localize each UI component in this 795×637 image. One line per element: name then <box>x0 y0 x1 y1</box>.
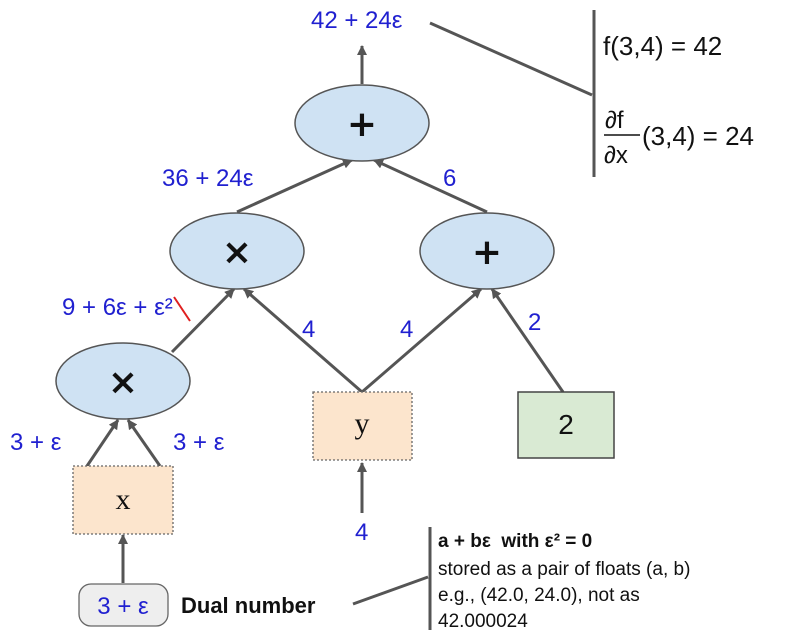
note-line-3: 42.000024 <box>438 611 528 632</box>
edge-plus-right-to-top <box>373 158 488 214</box>
node-plus-right: + <box>419 212 555 290</box>
edge-value-y-to-mul: 4 <box>302 316 315 343</box>
node-mul-left: × <box>169 212 305 290</box>
edge-value-x-right: 3 + ε <box>173 429 225 456</box>
node-const-two: 2 <box>517 391 615 459</box>
result-callout-line <box>429 21 593 97</box>
edge-two-to-plus-right <box>490 288 565 393</box>
partial-denominator: ∂x <box>604 142 628 169</box>
partial-numerator: ∂f <box>605 107 624 134</box>
node-mul-bottom: × <box>55 342 191 420</box>
edge-value-y-to-plus: 4 <box>400 316 413 343</box>
edge-value-output: 42 + 24ε <box>311 7 403 34</box>
edge-value-left-into-top: 36 + 24ε <box>162 165 254 192</box>
node-mul-left-symbol: × <box>222 232 252 273</box>
note-callout-line <box>352 575 429 606</box>
edge-value-two-to-plus: 2 <box>528 309 541 336</box>
node-y-label: y <box>355 407 370 440</box>
edge-value-bottom-mul-out: 9 + 6ε + ε² <box>62 294 173 321</box>
edge-mul-bottom-to-mul-left <box>170 287 236 354</box>
edge-value-right-into-top: 6 <box>443 165 456 192</box>
node-mul-bottom-symbol: × <box>108 362 138 403</box>
edge-value-x-left: 3 + ε <box>10 429 62 456</box>
edge-value-bottom-mul-main: 9 + 6ε + <box>62 294 154 321</box>
strike-through-mark <box>173 296 191 322</box>
node-x-label: x <box>116 483 131 516</box>
function-value: f(3,4) = 42 <box>603 31 722 61</box>
edge-value-y-input: 4 <box>355 519 368 546</box>
dual-number-label: Dual number <box>181 593 316 618</box>
node-dual-input-label: 3 + ε <box>97 593 149 620</box>
note-line-1: stored as a pair of floats (a, b) <box>438 559 690 580</box>
edge-x-right-to-mul-bottom <box>126 419 162 467</box>
node-x: x <box>72 465 174 535</box>
edge-y-to-plus-right <box>361 287 482 394</box>
edge-y-to-mul-left <box>243 287 363 394</box>
edge-value-bottom-mul-struck: ε² <box>154 294 173 321</box>
edge-x-left-to-mul-bottom <box>85 419 120 467</box>
node-plus-right-symbol: + <box>472 232 502 273</box>
node-dual-input: 3 + ε <box>78 583 169 627</box>
node-top-plus-symbol: + <box>347 104 377 145</box>
edge-mul-left-to-top <box>236 158 353 214</box>
note-line-2: e.g., (42.0, 24.0), not as <box>438 585 640 606</box>
note-heading: a + bε with ε² = 0 <box>438 531 592 552</box>
node-y: y <box>312 391 413 461</box>
node-const-two-label: 2 <box>558 409 574 440</box>
node-top-plus: + <box>294 84 430 162</box>
derivative-value: (3,4) = 24 <box>642 121 754 151</box>
